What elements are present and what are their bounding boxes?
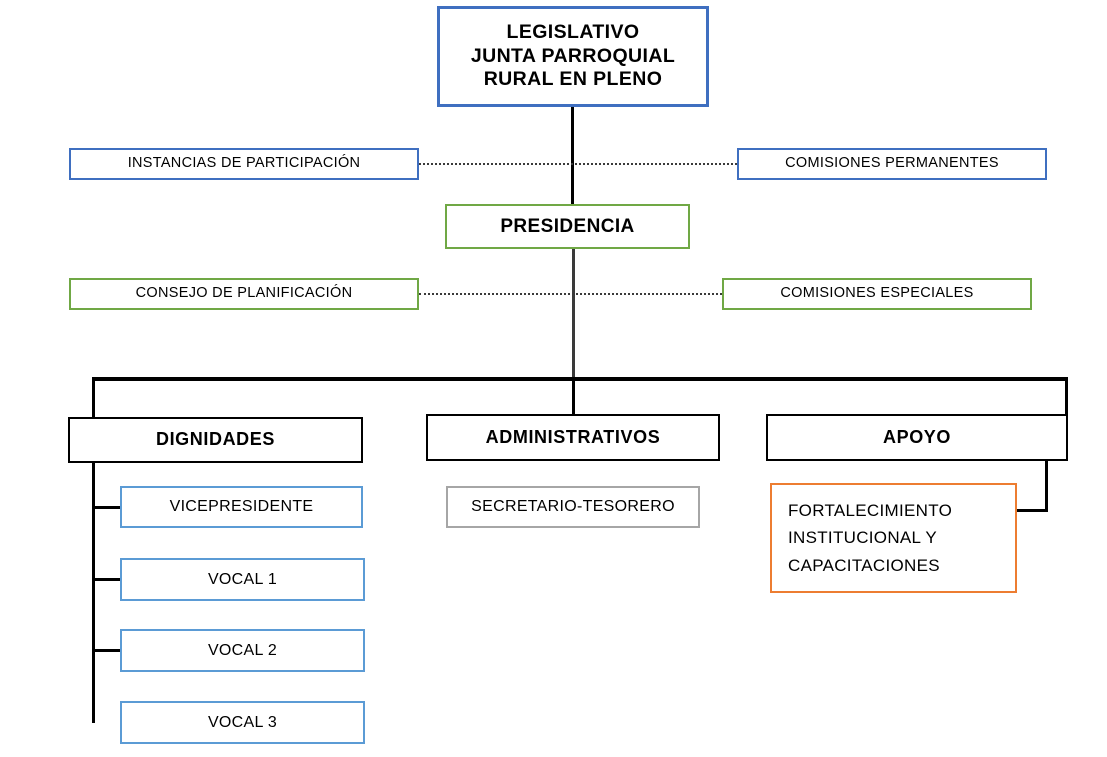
node-legislativo-line2: JUNTA PARROQUIAL: [470, 44, 676, 67]
node-vocal-2-label: VOCAL 2: [207, 641, 278, 659]
node-administrativos-label: ADMINISTRATIVOS: [485, 426, 661, 447]
connector-stub-vocal2: [92, 649, 120, 652]
node-comisiones-permanentes-label: COMISIONES PERMANENTES: [785, 155, 999, 172]
connector-apoyo-to-fortalecimiento: [1017, 509, 1048, 512]
node-vocal-2[interactable]: VOCAL 2: [120, 629, 365, 672]
connector-legislativo-presidencia: [571, 107, 574, 204]
node-consejo-planificacion[interactable]: CONSEJO DE PLANIFICACIÓN: [69, 278, 419, 310]
connector-distribution-bar: [92, 377, 1068, 381]
connector-stub-vicepresidente: [92, 506, 120, 509]
connector-dotted-row2: [419, 293, 722, 295]
node-apoyo[interactable]: APOYO: [766, 414, 1068, 461]
node-secretario-tesorero[interactable]: SECRETARIO-TESORERO: [446, 486, 700, 528]
node-consejo-planificacion-label: CONSEJO DE PLANIFICACIÓN: [135, 285, 353, 302]
node-fortalecimiento-text: FORTALECIMIENTO INSTITUCIONAL Y CAPACITA…: [772, 497, 1015, 580]
node-administrativos[interactable]: ADMINISTRATIVOS: [426, 414, 720, 461]
node-secretario-tesorero-label: SECRETARIO-TESORERO: [471, 498, 675, 516]
node-fortalecimiento-institucional[interactable]: FORTALECIMIENTO INSTITUCIONAL Y CAPACITA…: [770, 483, 1017, 593]
connector-bar-to-administrativos: [572, 377, 575, 415]
node-vocal-3-label: VOCAL 3: [207, 713, 278, 731]
node-instancias-participacion-label: INSTANCIAS DE PARTICIPACIÓN: [127, 155, 361, 172]
node-apoyo-label: APOYO: [882, 426, 951, 447]
node-vocal-3[interactable]: VOCAL 3: [120, 701, 365, 744]
connector-stub-vocal1: [92, 578, 120, 581]
node-comisiones-especiales[interactable]: COMISIONES ESPECIALES: [722, 278, 1032, 310]
node-comisiones-permanentes[interactable]: COMISIONES PERMANENTES: [737, 148, 1047, 180]
node-instancias-participacion[interactable]: INSTANCIAS DE PARTICIPACIÓN: [69, 148, 419, 180]
connector-dotted-row1: [419, 163, 737, 165]
node-legislativo-line1: LEGISLATIVO: [506, 20, 640, 43]
node-legislativo-text: LEGISLATIVO JUNTA PARROQUIAL RURAL EN PL…: [440, 21, 706, 92]
node-fortalecimiento-line2: INSTITUCIONAL Y: [788, 528, 938, 548]
connector-apoyo-vertical: [1045, 461, 1048, 511]
node-presidencia-label: PRESIDENCIA: [500, 215, 635, 237]
node-dignidades-label: DIGNIDADES: [155, 429, 275, 450]
node-vocal-1-label: VOCAL 1: [207, 570, 278, 588]
connector-bar-to-dignidades: [92, 377, 95, 418]
node-dignidades[interactable]: DIGNIDADES: [68, 417, 363, 463]
node-vocal-1[interactable]: VOCAL 1: [120, 558, 365, 601]
node-presidencia[interactable]: PRESIDENCIA: [445, 204, 690, 249]
node-vicepresidente[interactable]: VICEPRESIDENTE: [120, 486, 363, 528]
node-vicepresidente-label: VICEPRESIDENTE: [169, 498, 314, 516]
node-legislativo-line3: RURAL EN PLENO: [483, 68, 663, 91]
node-comisiones-especiales-label: COMISIONES ESPECIALES: [780, 285, 974, 302]
connector-dignidades-spine: [92, 463, 95, 723]
connector-bar-to-apoyo: [1065, 377, 1068, 415]
connector-presidencia-trunk: [572, 249, 575, 379]
node-legislativo[interactable]: LEGISLATIVO JUNTA PARROQUIAL RURAL EN PL…: [437, 6, 709, 107]
node-fortalecimiento-line1: FORTALECIMIENTO: [788, 500, 953, 520]
node-fortalecimiento-line3: CAPACITACIONES: [788, 555, 940, 575]
